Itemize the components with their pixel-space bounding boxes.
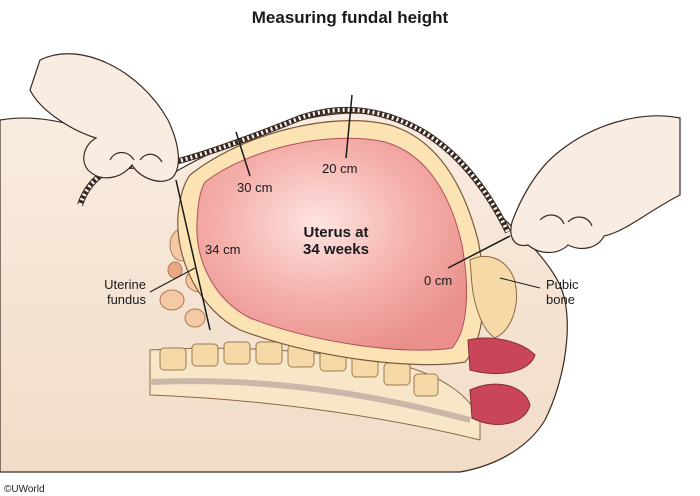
pubic-bone (469, 255, 517, 339)
label-20cm: 20 cm (322, 161, 358, 176)
line-pubic-bone (499, 277, 541, 289)
vertebrae (159, 341, 439, 397)
copyright-notice: ©UWorld (4, 484, 45, 495)
line-30cm (235, 131, 251, 177)
uterus (196, 137, 468, 351)
uterus-label: Uterus at 34 weeks (286, 224, 386, 258)
line-34cm (175, 179, 211, 331)
bladder (467, 337, 536, 374)
line-0cm (447, 235, 511, 269)
left-hand (29, 53, 179, 182)
uterus-label-line2: 34 weeks (303, 241, 369, 258)
uterine-fundus-line1: Uterine (104, 277, 146, 292)
pubic-bone-label: Pubic bone (546, 277, 579, 307)
line-uterine-fundus (149, 267, 196, 293)
uterine-fundus-line2: fundus (106, 292, 146, 307)
spinal-canal (149, 378, 471, 423)
pubic-bone-line2: bone (546, 292, 575, 307)
right-hand (510, 115, 681, 254)
measuring-tape-inner (78, 107, 510, 233)
label-30cm: 30 cm (237, 180, 273, 195)
pubic-bone-line1: Pubic (546, 277, 579, 292)
uterine-fundus-label: Uterine fundus (86, 277, 146, 307)
uterus-label-line1: Uterus at (303, 224, 369, 241)
rectum (469, 383, 531, 425)
label-34cm: 34 cm (205, 242, 241, 257)
diagram-title: Measuring fundal height (251, 8, 449, 27)
label-0cm: 0 cm (424, 273, 453, 288)
line-20cm (345, 94, 353, 159)
